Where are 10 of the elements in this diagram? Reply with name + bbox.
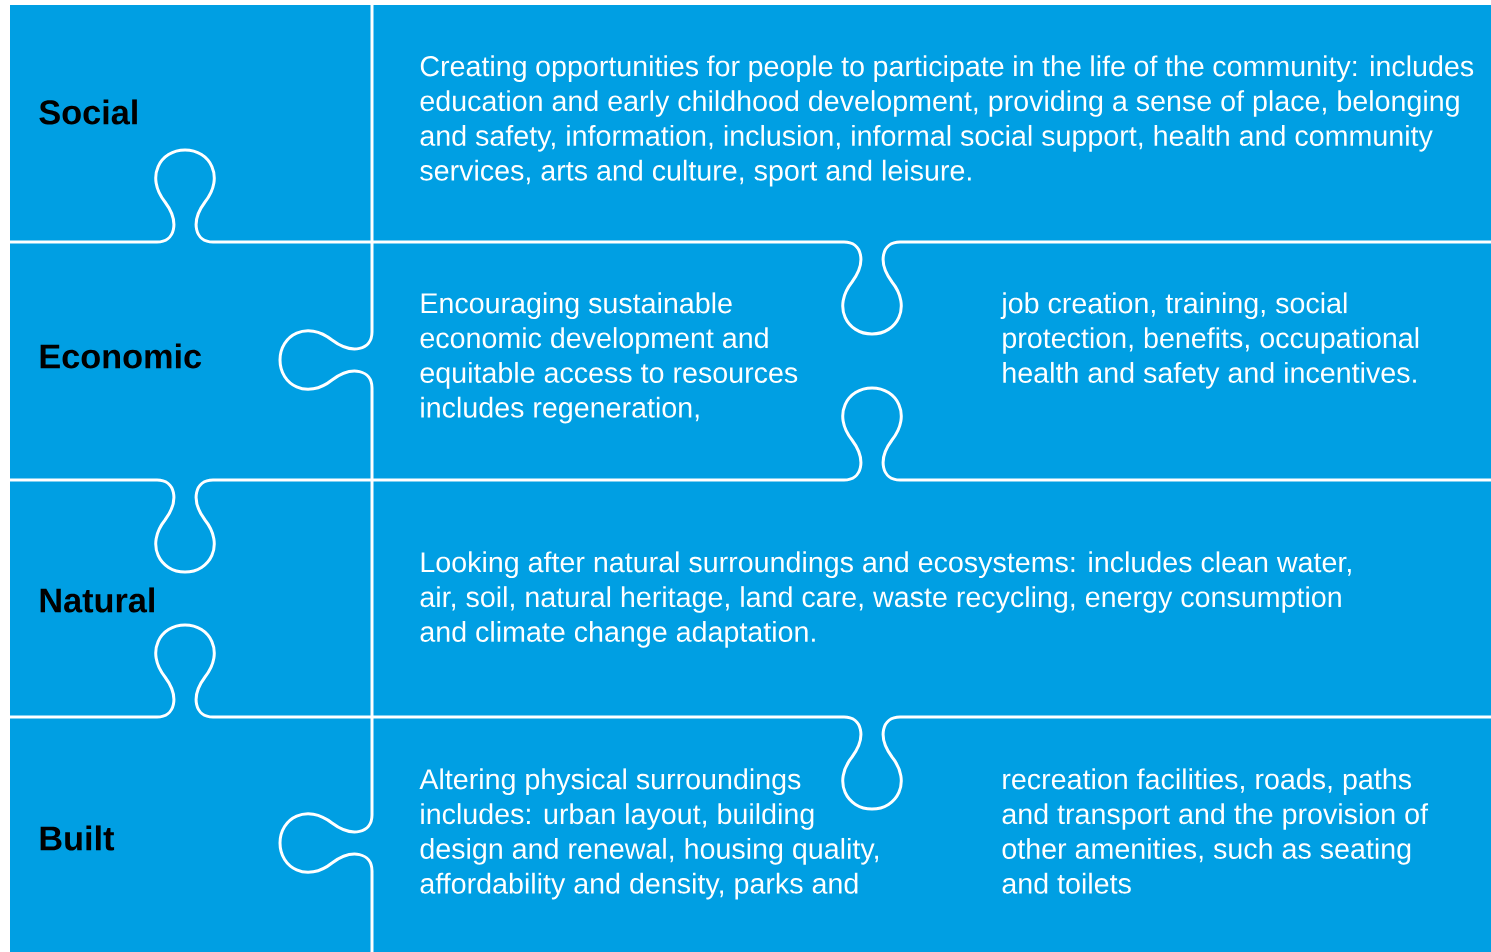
description-text: Encouraging sustainable economic development and equitable access to resources includes regeneration, xyxy=(420,292,798,424)
row-label: Economic xyxy=(40,343,202,369)
row-label: Social xyxy=(39,99,137,125)
description-text: recreation facilities, roads, paths and transport and the provision of other amenities, such as seating and toilets xyxy=(1002,768,1429,894)
row-label: Natural xyxy=(40,587,154,613)
description-text: Altering physical surroundings includes: urban layout, building design and renewal, housing quality, affordability and density, parks and xyxy=(419,768,878,900)
description-text: job creation, training, social protection, benefits, occupational health and safety and incentives. xyxy=(1000,292,1419,389)
row-label: Built xyxy=(40,825,115,851)
description-text: Creating opportunities for people to participate in the life of the community: includes education and early childhood development, providing a sense of place, belonging and safety, information, inclusion, informal social support, health and community services, arts and culture, sport and leisure. xyxy=(420,55,1474,187)
description-text: Looking after natural surroundings and ecosystems: includes clean water, air, soil, natural heritage, land care, waste recycling, energy consumption and climate change adaptation. xyxy=(420,551,1351,648)
